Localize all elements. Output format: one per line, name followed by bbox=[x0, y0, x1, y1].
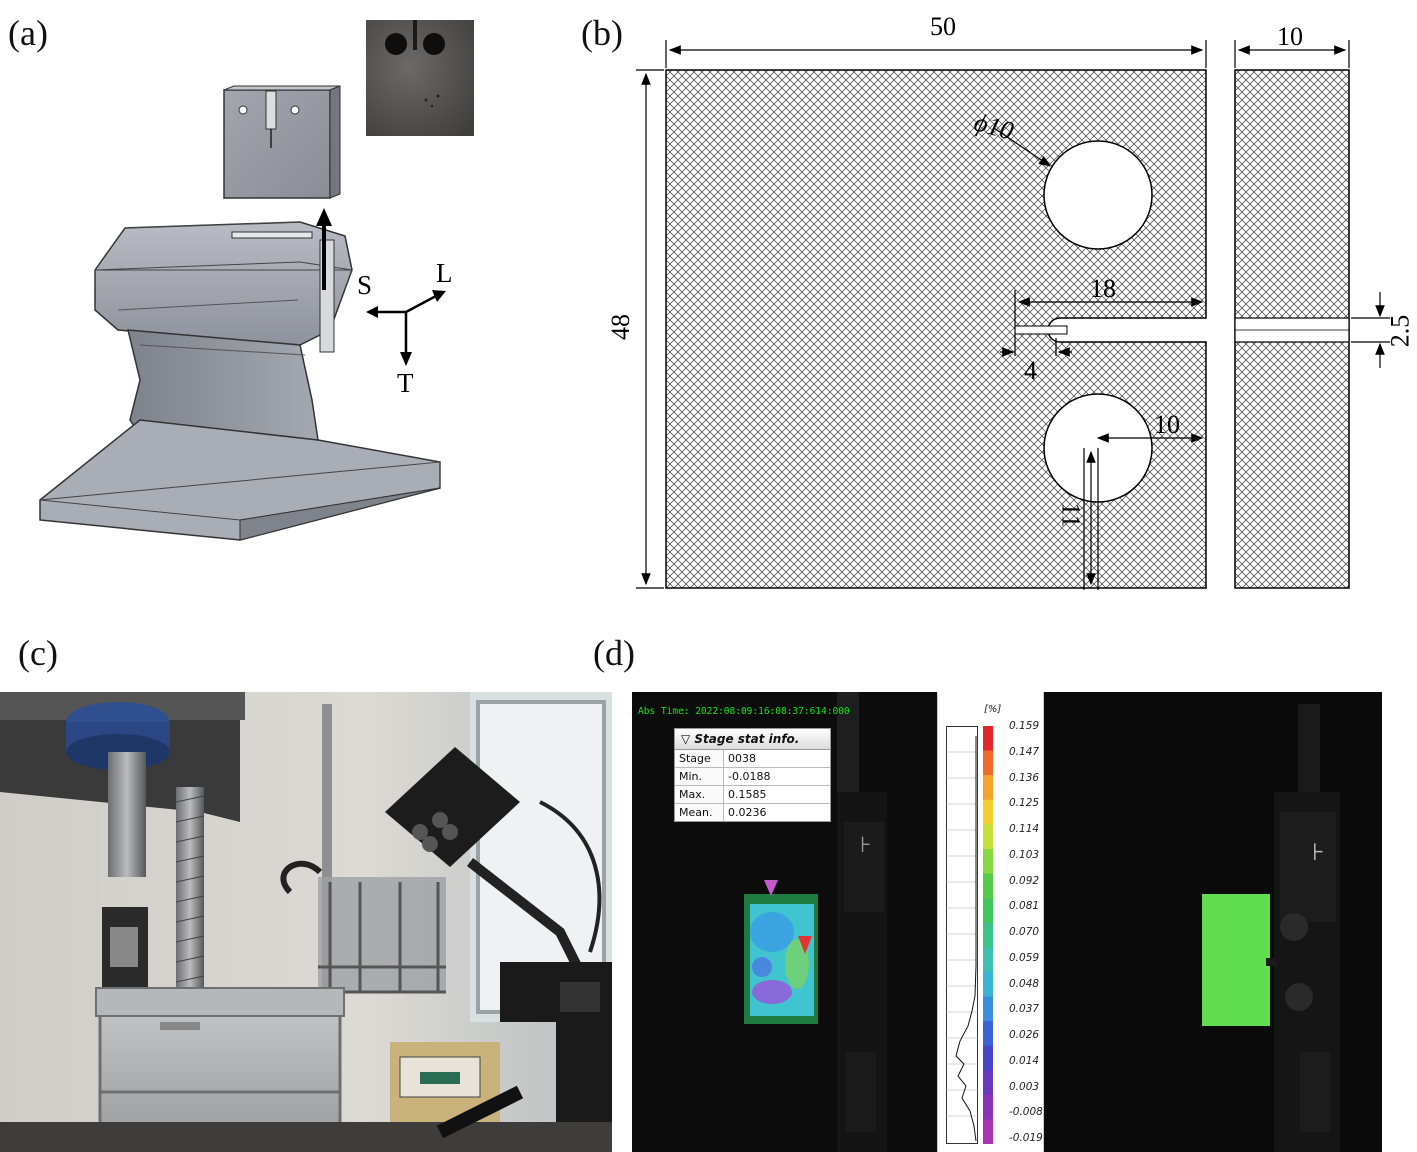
scale-tick-label: 0.136 bbox=[1009, 771, 1040, 784]
stat-row: Mean.0.0236 bbox=[675, 804, 830, 821]
color-bar-segment bbox=[983, 947, 993, 973]
scale-tick-label: -0.008 bbox=[1009, 1106, 1043, 1119]
scale-tick-label: 0.037 bbox=[1009, 1003, 1040, 1016]
color-bar-segment bbox=[983, 1070, 993, 1096]
specimen-block bbox=[223, 85, 341, 199]
panel-c-label: (c) bbox=[18, 633, 58, 673]
scale-tick-label: 0.026 bbox=[1009, 1029, 1040, 1041]
color-bar-segment bbox=[983, 1045, 993, 1071]
marker-red bbox=[798, 936, 812, 954]
color-bar-segment bbox=[983, 750, 993, 776]
dim-height-label: 48 bbox=[606, 314, 635, 340]
scale-unit: [%] bbox=[984, 704, 1002, 715]
dim-thickness-label: 10 bbox=[1277, 22, 1303, 51]
color-bar-segment bbox=[983, 922, 993, 948]
color-bar-segment bbox=[983, 799, 993, 825]
test-setup-photo bbox=[0, 692, 612, 1152]
stat-key: Stage bbox=[675, 750, 724, 767]
specimen-front-view bbox=[665, 69, 1207, 589]
stat-key: Max. bbox=[675, 786, 724, 803]
rail-body bbox=[39, 221, 441, 541]
svg-text:⊦: ⊦ bbox=[860, 832, 871, 857]
scale-tick-label: 0.048 bbox=[1009, 977, 1040, 990]
dim-width-label: 50 bbox=[930, 12, 956, 41]
abs-time-text: Abs Time: 2022:08:09:16:08:37:614:000 bbox=[638, 706, 850, 717]
scale-tick-label: 0.103 bbox=[1009, 848, 1040, 861]
specimen-side-view bbox=[1234, 69, 1350, 589]
histogram-box bbox=[946, 726, 978, 1144]
axis-t-label: T bbox=[397, 368, 414, 398]
color-bar-segment bbox=[983, 971, 993, 997]
strain-field-uniform bbox=[1202, 894, 1270, 1026]
dim-hole-offset-x-label: 10 bbox=[1154, 410, 1180, 439]
scale-tick-label: 0.092 bbox=[1009, 874, 1040, 887]
scale-tick-label: 0.059 bbox=[1009, 951, 1040, 964]
color-bar-segment bbox=[983, 1094, 993, 1120]
panel-a-label: (a) bbox=[8, 13, 48, 53]
extraction-arrow bbox=[316, 208, 332, 290]
axes-triad bbox=[366, 290, 446, 366]
dim-notch-length-label: 18 bbox=[1090, 274, 1116, 303]
axis-s-label: S bbox=[357, 270, 373, 300]
axis-l-label: L bbox=[436, 258, 453, 288]
stage-stat-title[interactable]: ▽ Stage stat info. bbox=[675, 729, 830, 750]
dim-hole-offset-y-label: 11 bbox=[1056, 502, 1086, 528]
color-bar-segment bbox=[983, 848, 993, 875]
specimen-drawing bbox=[636, 40, 1390, 590]
specimen-photo bbox=[366, 20, 474, 136]
stat-row: Min.-0.0188 bbox=[675, 768, 830, 786]
scale-tick-label: 0.003 bbox=[1009, 1080, 1040, 1093]
scale-tick-label: -0.019 bbox=[1009, 1132, 1043, 1144]
scale-tick-label: 0.081 bbox=[1009, 900, 1040, 913]
right-camera-feed: ⊦ bbox=[1044, 692, 1382, 1152]
stat-value: 0.1585 bbox=[724, 786, 830, 803]
svg-text:⊦: ⊦ bbox=[1312, 840, 1325, 866]
stat-value: 0038 bbox=[724, 750, 830, 767]
dim-notch-width-label: 2.5 bbox=[1385, 314, 1415, 348]
dimension-lines bbox=[636, 40, 1390, 590]
color-scale-panel: [%] 0.159 0.147 0.136 0.125 0.114 0.103 0.092 0… bbox=[937, 692, 1044, 1152]
scale-tick-label: 0.125 bbox=[1009, 797, 1040, 810]
scale-tick-label: 0.147 bbox=[1009, 745, 1040, 758]
color-bar-segment bbox=[983, 824, 993, 850]
stat-key: Mean. bbox=[675, 804, 724, 821]
scale-tick-label: 0.014 bbox=[1009, 1054, 1040, 1067]
stat-value: -0.0188 bbox=[724, 768, 830, 785]
scale-tick-label: 0.114 bbox=[1009, 823, 1040, 835]
panel-b-label: (b) bbox=[581, 13, 623, 53]
rail-illustration bbox=[39, 85, 446, 541]
collapse-triangle-icon[interactable]: ▽ bbox=[681, 732, 695, 746]
color-bar-segment bbox=[983, 1021, 993, 1047]
color-bar-segment bbox=[983, 996, 993, 1022]
strain-field-overlay bbox=[744, 894, 818, 1024]
marker-pink bbox=[764, 880, 778, 896]
dic-software-view: ⊦ Abs Time: 2022:08:09:16:08:37:614:000 … bbox=[632, 692, 1382, 1152]
stat-key: Min. bbox=[675, 768, 724, 785]
scale-tick-label: 0.070 bbox=[1009, 926, 1040, 938]
color-bar-segment bbox=[983, 775, 993, 801]
color-bar-segment bbox=[983, 873, 993, 899]
color-bar-segment bbox=[983, 1119, 993, 1144]
stat-value: 0.0236 bbox=[724, 804, 830, 821]
scale-tick-label: 0.159 bbox=[1009, 720, 1040, 732]
stat-row: Max.0.1585 bbox=[675, 786, 830, 804]
color-bar bbox=[983, 726, 993, 1144]
color-bar-segment bbox=[983, 726, 993, 752]
color-bar-segment bbox=[983, 898, 993, 924]
panel-d-label: (d) bbox=[593, 633, 635, 673]
dim-notch-tip-label: 4 bbox=[1024, 356, 1037, 385]
